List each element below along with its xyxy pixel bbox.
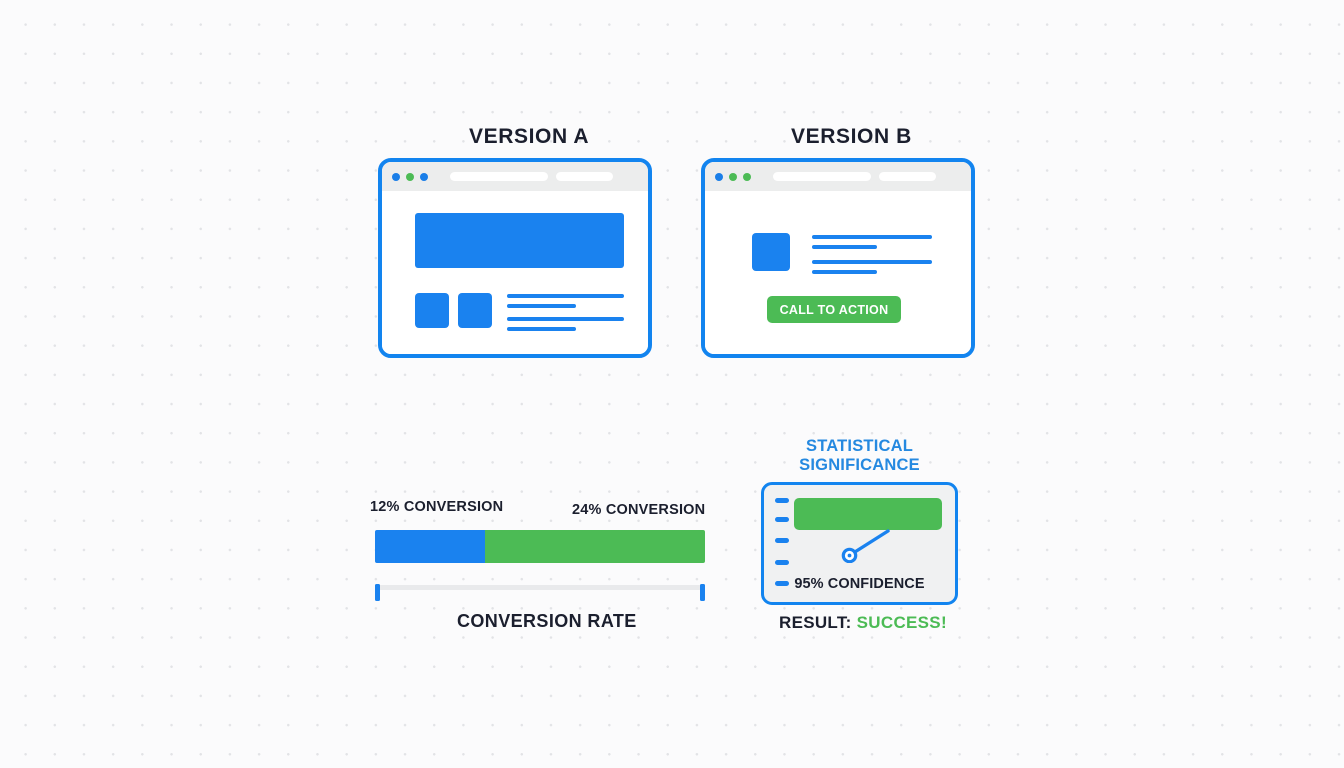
result-label: RESULT: bbox=[779, 613, 852, 632]
hero-banner-block bbox=[415, 213, 624, 268]
result-status-badge: SUCCESS! bbox=[856, 613, 947, 632]
text-line bbox=[812, 245, 877, 249]
call-to-action-button[interactable]: CALL TO ACTION bbox=[767, 296, 901, 323]
browser-b-window-dots bbox=[715, 172, 751, 181]
browser-b-address-bars bbox=[773, 172, 961, 181]
conversion-comparison-bar bbox=[375, 530, 705, 563]
window-dot-green-icon bbox=[729, 172, 737, 181]
version-a-title: VERSION A bbox=[469, 125, 590, 148]
confidence-gauge-panel: 95% CONFIDENCE bbox=[761, 482, 958, 605]
result-line: RESULT: SUCCESS! bbox=[779, 613, 947, 633]
gauge-tick-mark bbox=[775, 538, 789, 543]
text-line bbox=[812, 235, 932, 239]
text-line bbox=[507, 327, 576, 331]
conversion-label-version-b: 24% CONVERSION bbox=[572, 502, 706, 518]
version-a-browser-mockup bbox=[378, 158, 652, 358]
conversion-segment-version-b bbox=[485, 530, 705, 563]
window-dot-blue-icon bbox=[392, 172, 400, 181]
content-tile bbox=[415, 293, 449, 328]
slider-handle-left[interactable] bbox=[375, 584, 380, 601]
window-dot-blue-icon bbox=[420, 172, 428, 181]
stat-heading-line-2: SIGNIFICANCE bbox=[799, 456, 920, 474]
text-line bbox=[507, 304, 576, 308]
gauge-fill-bar bbox=[794, 498, 942, 530]
browser-a-window-dots bbox=[392, 172, 428, 181]
address-bar-placeholder bbox=[773, 172, 871, 181]
text-line bbox=[507, 317, 624, 321]
gauge-needle-icon bbox=[841, 529, 890, 563]
confidence-value-label: 95% CONFIDENCE bbox=[794, 576, 925, 592]
version-b-browser-mockup: CALL TO ACTION bbox=[701, 158, 975, 358]
conversion-label-version-a: 12% CONVERSION bbox=[370, 499, 504, 515]
conversion-rate-caption: CONVERSION RATE bbox=[457, 611, 637, 631]
gauge-tick-mark bbox=[775, 517, 789, 522]
browser-a-viewport bbox=[382, 191, 648, 354]
window-dot-green-icon bbox=[743, 172, 751, 181]
slider-track bbox=[375, 585, 705, 590]
browser-a-address-bars bbox=[450, 172, 638, 181]
gauge-tick-mark bbox=[775, 560, 789, 565]
address-bar-placeholder bbox=[450, 172, 548, 181]
conversion-range-slider[interactable] bbox=[375, 584, 705, 601]
window-dot-green-icon bbox=[406, 172, 414, 181]
version-a-page-content bbox=[390, 199, 640, 346]
content-tile bbox=[458, 293, 492, 328]
text-line bbox=[507, 294, 624, 298]
toolbar-placeholder bbox=[879, 172, 936, 181]
browser-b-viewport: CALL TO ACTION bbox=[705, 191, 971, 354]
gauge-tick-mark bbox=[775, 581, 789, 586]
slider-handle-right[interactable] bbox=[700, 584, 705, 601]
text-line bbox=[812, 270, 877, 274]
stat-heading-line-1: STATISTICAL bbox=[806, 437, 913, 455]
toolbar-placeholder bbox=[556, 172, 613, 181]
statistical-significance-heading: STATISTICAL SIGNIFICANCE bbox=[762, 437, 957, 475]
text-line bbox=[812, 260, 932, 264]
gauge-tick-mark bbox=[775, 498, 789, 503]
media-thumbnail-block bbox=[752, 233, 790, 271]
window-dot-blue-icon bbox=[715, 172, 723, 181]
browser-b-chrome bbox=[705, 162, 971, 191]
version-b-page-content: CALL TO ACTION bbox=[713, 199, 963, 346]
version-b-title: VERSION B bbox=[791, 125, 912, 148]
conversion-segment-version-a bbox=[375, 530, 485, 563]
browser-a-chrome bbox=[382, 162, 648, 191]
